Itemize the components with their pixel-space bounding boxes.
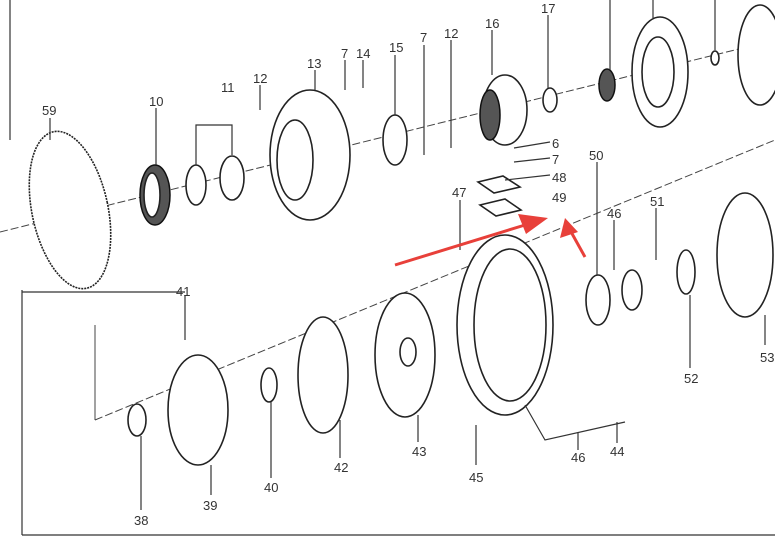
- label-46: 46: [607, 206, 621, 221]
- part-42-oring: [297, 316, 349, 434]
- label-48: 48: [552, 170, 566, 185]
- label-11: 11: [221, 80, 235, 95]
- label-7: 7: [341, 46, 348, 61]
- arrow-long: [394, 223, 526, 267]
- label-40: 40: [264, 480, 278, 495]
- label-53: 53: [760, 350, 774, 365]
- label-51: 51: [650, 194, 664, 209]
- outer-ring: [737, 4, 775, 106]
- label-49: 49: [552, 190, 566, 205]
- part-11-bearing: [185, 164, 207, 206]
- arrow-short: [568, 229, 587, 258]
- label-17: 17: [541, 1, 555, 16]
- part-39-cover: [167, 354, 229, 466]
- label-44: 44: [610, 444, 624, 459]
- part-38-seal: [127, 403, 147, 437]
- part-59-gasket: [28, 130, 112, 290]
- label-47: 47: [452, 185, 466, 200]
- lower-assembly: [127, 192, 774, 466]
- label-7c: 7: [552, 152, 559, 167]
- part-15-ring: [382, 114, 408, 166]
- part-46-shaft: [621, 269, 643, 311]
- label-42: 42: [334, 460, 348, 475]
- label-16: 16: [485, 16, 499, 31]
- part-48-plate: [476, 175, 523, 194]
- part-52-ring: [676, 249, 696, 295]
- leader-lines: [49, 0, 766, 510]
- label-13: 13: [307, 56, 321, 71]
- part-50-flange: [585, 274, 611, 326]
- label-12: 12: [253, 71, 267, 86]
- label-50: 50: [589, 148, 603, 163]
- label-43: 43: [412, 444, 426, 459]
- label-52: 52: [684, 371, 698, 386]
- label-6: 6: [552, 136, 559, 151]
- upper-assembly: [28, 4, 775, 290]
- hub: [598, 68, 616, 102]
- part-labels: 59 10 11 12 13 7 14 15 7 12 16 17 6 7 48…: [42, 1, 774, 528]
- arrow-short-head: [560, 218, 578, 238]
- part-53-plate: [716, 192, 774, 318]
- label-41: 41: [176, 284, 190, 299]
- label-12b: 12: [444, 26, 458, 41]
- part-49-gasket: [478, 198, 523, 217]
- label-7b: 7: [420, 30, 427, 45]
- frame-lines: [9, 0, 775, 536]
- label-38: 38: [134, 513, 148, 528]
- label-59: 59: [42, 103, 56, 118]
- label-46b: 46: [571, 450, 585, 465]
- label-10: 10: [149, 94, 163, 109]
- part-40-bearing: [260, 367, 278, 403]
- part-17-oring: [542, 87, 558, 113]
- label-45: 45: [469, 470, 483, 485]
- label-15: 15: [389, 40, 403, 55]
- red-arrows: [394, 214, 587, 267]
- arrow-long-head: [518, 214, 548, 234]
- label-39: 39: [203, 498, 217, 513]
- label-14: 14: [356, 46, 370, 61]
